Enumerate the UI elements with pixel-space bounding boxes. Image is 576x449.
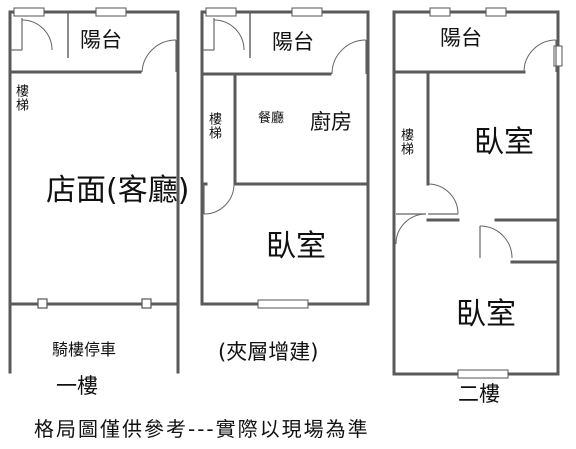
floor2-balcony-label: 陽台: [440, 26, 482, 50]
mezzanine-bedroom-label: 臥室: [266, 229, 326, 264]
floor2-stairs-label: 樓梯: [398, 128, 413, 156]
floor1-arcade-label: 騎樓停車: [52, 340, 117, 359]
floor1-floor-label: 一樓: [56, 374, 98, 398]
mezzanine-dining-label: 餐廳: [258, 111, 285, 126]
floor2-bedroom1-label: 臥室: [474, 125, 534, 160]
floor1-stairs-label: 樓梯: [13, 84, 28, 112]
mezzanine-note-label: (夾層增建): [218, 340, 319, 364]
mezzanine-stairs-label: 樓梯: [206, 112, 221, 140]
plan-mezzanine-fixtures: [202, 7, 367, 309]
plan-floor1-fixtures: [10, 7, 177, 309]
floor1-balcony-label: 陽台: [80, 28, 122, 52]
mezzanine-kitchen-label: 廚房: [310, 110, 352, 134]
floor2-floor-label: 二樓: [458, 382, 500, 406]
mezzanine-balcony-label: 陽台: [272, 30, 314, 54]
floor1-living-label: 店面(客廳): [46, 173, 190, 208]
plan-floor2-fixtures: [395, 7, 563, 379]
floor2-bedroom2-label: 臥室: [456, 297, 516, 332]
disclaimer-caption: 格局圖僅供參考---實際以現場為準: [34, 417, 370, 441]
